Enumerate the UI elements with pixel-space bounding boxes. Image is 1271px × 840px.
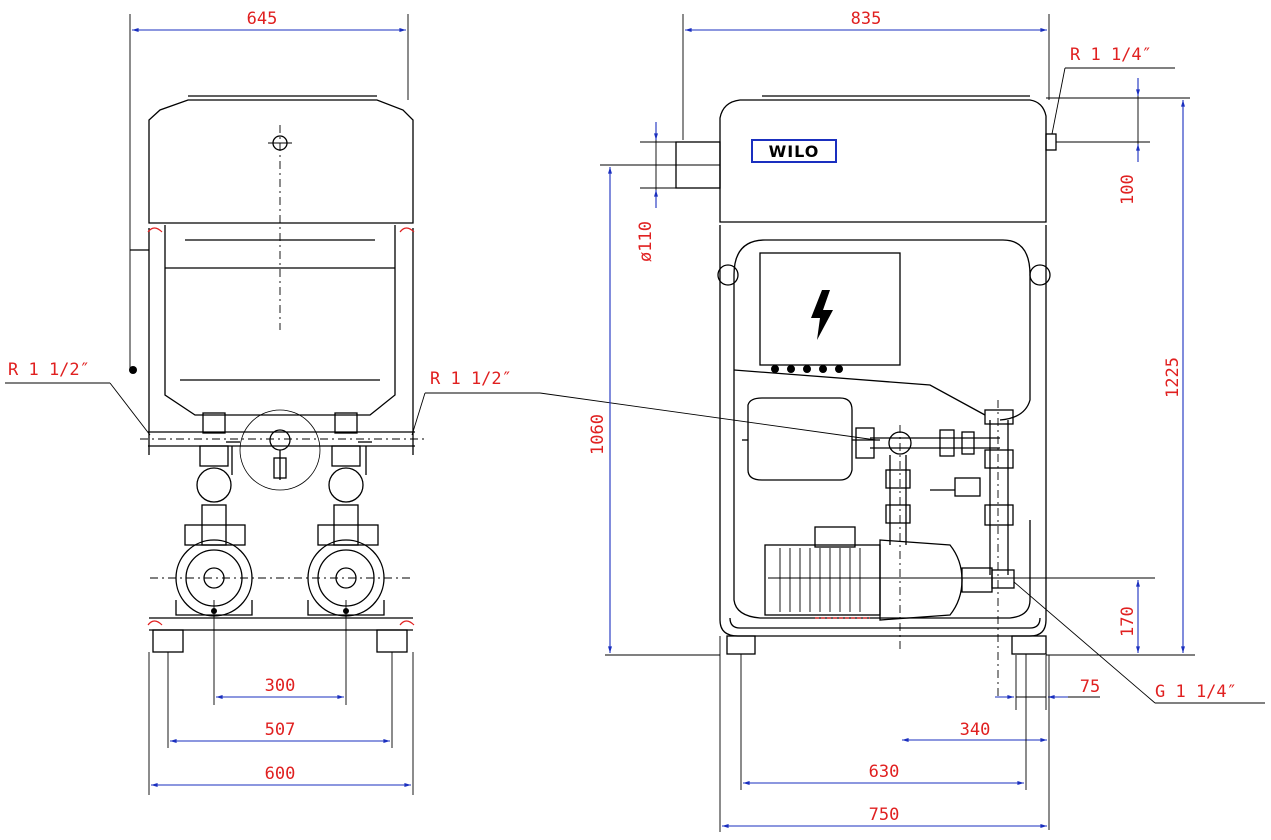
- svg-text:507: 507: [265, 720, 296, 740]
- left-view: 645: [5, 9, 877, 795]
- left-inlet-label-right: R 1 1/2″: [411, 369, 877, 441]
- right-dim-630: 630: [740, 654, 1027, 790]
- svg-text:R 1 1/4″: R 1 1/4″: [1070, 45, 1152, 65]
- right-pump-motor: [764, 526, 1155, 621]
- left-width-645-label: 645: [247, 9, 278, 29]
- wilo-logo-text: WILO: [769, 142, 820, 161]
- left-tank: [129, 95, 415, 455]
- right-dim-1225: 1225: [1046, 100, 1195, 656]
- right-dim-170: 170: [1118, 580, 1140, 653]
- right-view: 835 WILO: [588, 9, 1265, 832]
- right-dim-750: 750: [719, 636, 1047, 832]
- right-dim-diameter: ø110: [600, 122, 720, 262]
- svg-text:R 1 1/2″: R 1 1/2″: [430, 369, 512, 389]
- wilo-logo: [751, 139, 837, 163]
- right-dim-100: 100: [1118, 78, 1140, 205]
- svg-text:170: 170: [1118, 606, 1138, 637]
- svg-text:340: 340: [960, 720, 991, 740]
- left-inlet-manifold: [140, 409, 425, 491]
- svg-text:ø110: ø110: [636, 221, 656, 262]
- svg-text:835: 835: [851, 9, 882, 29]
- lightning-icon: [811, 290, 833, 340]
- svg-text:1060: 1060: [588, 414, 608, 455]
- right-dim-75: 75: [995, 655, 1100, 710]
- svg-text:G 1 1/4″: G 1 1/4″: [1155, 682, 1237, 702]
- svg-text:750: 750: [869, 805, 900, 825]
- right-dim-835: 835: [682, 9, 1050, 140]
- left-dim-507: 507: [167, 652, 393, 748]
- svg-text:R 1 1/2″: R 1 1/2″: [8, 360, 90, 380]
- left-inlet-label-left: R 1 1/2″: [5, 360, 151, 436]
- svg-text:75: 75: [1080, 677, 1100, 697]
- svg-text:100: 100: [1118, 174, 1138, 205]
- svg-text:1225: 1225: [1163, 357, 1183, 398]
- right-outlet-label: G 1 1/4″: [1013, 581, 1265, 704]
- right-overflow-label: R 1 1/4″: [1046, 45, 1190, 143]
- left-base: [147, 617, 415, 653]
- svg-text:300: 300: [265, 676, 296, 696]
- right-tank: WILO: [675, 95, 1057, 223]
- control-panel: [759, 252, 901, 373]
- svg-text:630: 630: [869, 762, 900, 782]
- right-dim-340: 340: [902, 655, 1050, 830]
- right-piping: [855, 400, 1014, 700]
- left-dim-600: 600: [148, 652, 414, 795]
- right-dim-1060: 1060: [588, 167, 720, 656]
- pressure-vessel: [742, 397, 880, 481]
- svg-text:600: 600: [265, 764, 296, 784]
- right-frame: [717, 225, 1051, 655]
- left-dim-645: 645: [129, 9, 409, 370]
- left-dim-300: 300: [213, 600, 347, 705]
